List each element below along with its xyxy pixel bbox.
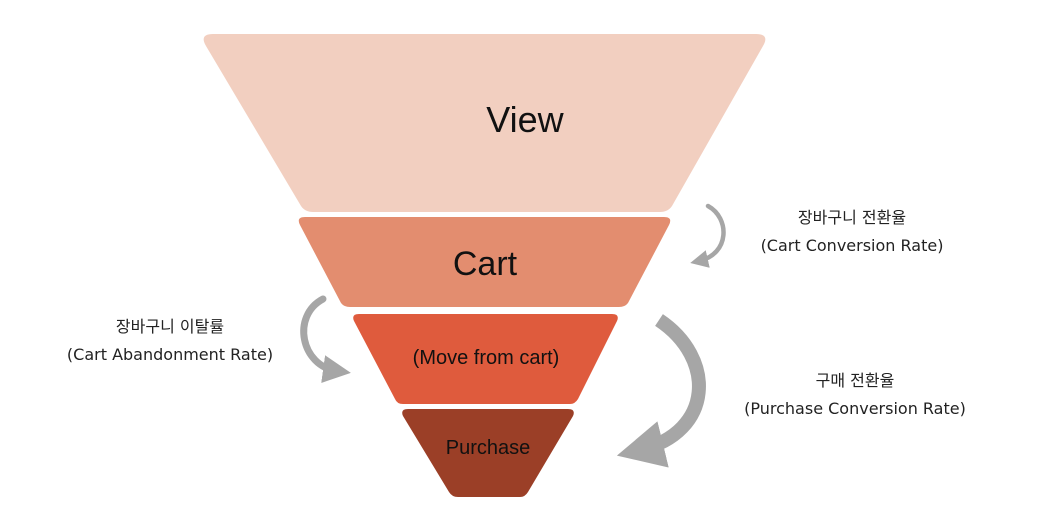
cart-conversion-arrow (690, 203, 726, 268)
cart-conversion-english: (Cart Conversion Rate) (760, 236, 944, 255)
purchase-conversion-arrow (616, 314, 706, 468)
cart-conversion-korean: 장바구니 전환율 (797, 208, 907, 227)
cart-abandonment-arrow (300, 295, 351, 383)
purchase-conversion-english: (Purchase Conversion Rate) (744, 399, 966, 418)
purchase-conversion-korean: 구매 전환율 (815, 371, 895, 390)
cart-conversion-note: 장바구니 전환율 (Cart Conversion Rate) (752, 204, 952, 260)
funnel-stage-move-from-cart (353, 314, 618, 404)
funnel-stage-purchase (402, 409, 574, 497)
stage-label-view: View (486, 99, 564, 140)
cart-abandonment-english: (Cart Abandonment Rate) (66, 345, 274, 364)
funnel-stage-cart (298, 217, 671, 307)
funnel-stage-view (203, 34, 766, 212)
cart-abandonment-korean: 장바구니 이탈률 (115, 317, 225, 336)
cart-abandonment-note: 장바구니 이탈률 (Cart Abandonment Rate) (60, 313, 280, 369)
stage-label-cart: Cart (452, 245, 518, 283)
stage-label-move-from-cart: (Move from cart) (412, 347, 560, 369)
purchase-conversion-note: 구매 전환율 (Purchase Conversion Rate) (730, 367, 980, 423)
stage-label-purchase: Purchase (445, 437, 531, 459)
